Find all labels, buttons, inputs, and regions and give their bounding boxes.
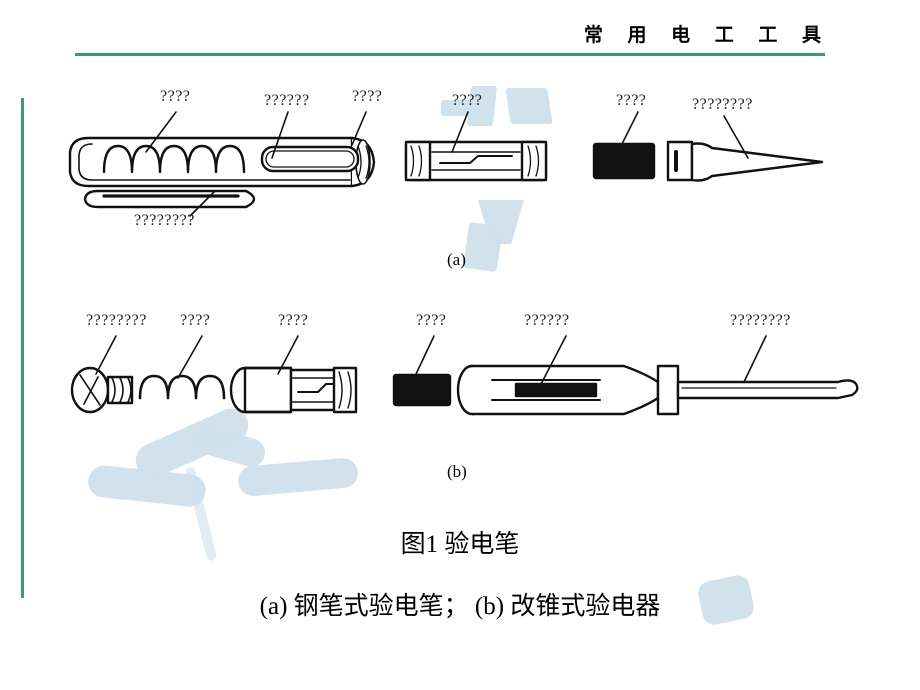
callout-label-a1: ????	[160, 88, 191, 105]
left-accent-bar	[21, 98, 24, 598]
callout-label-a7: ????????	[134, 212, 195, 229]
callout-label-b6: ????????	[730, 312, 791, 329]
callout-label-a4: ????	[452, 92, 483, 109]
pen-pocket-clip	[83, 189, 256, 209]
callout-label-b4: ????	[416, 312, 447, 329]
metal-end-cap-b	[392, 373, 452, 407]
figure-caption-main: 图1 验电笔	[400, 531, 520, 558]
pen-window-slot	[260, 145, 360, 173]
screwdriver-handle	[456, 364, 660, 416]
figure-caption-sub: (a) 钢笔式验电笔； (b) 改锥式验电器	[259, 593, 661, 620]
callout-label-a3: ????	[352, 88, 383, 105]
callout-label-a2: ??????	[264, 92, 310, 109]
neon-lamp-cartridge	[404, 140, 548, 182]
pen-spring-coil	[102, 144, 246, 174]
callout-leader-lines	[95, 111, 767, 387]
neon-element-b	[229, 366, 358, 414]
panel-letter-b: (b)	[447, 462, 467, 481]
callout-label-b3: ????	[278, 312, 309, 329]
contact-spring	[138, 374, 226, 400]
probe-tip	[666, 140, 824, 182]
tester-shaft	[676, 379, 859, 400]
header-divider	[75, 53, 825, 56]
screw-head	[70, 366, 134, 414]
callout-label-a5: ????	[616, 92, 647, 109]
callout-label-b1: ????????	[86, 312, 147, 329]
panel-letter-a: (a)	[447, 250, 466, 269]
callout-label-b5: ??????	[524, 312, 570, 329]
metal-end-cap	[592, 142, 656, 180]
callout-label-b2: ????	[180, 312, 211, 329]
page-title: 常 用 电 工 工 具	[583, 24, 830, 46]
callout-label-a6: ????????	[692, 96, 753, 113]
handle-collar	[656, 364, 680, 416]
